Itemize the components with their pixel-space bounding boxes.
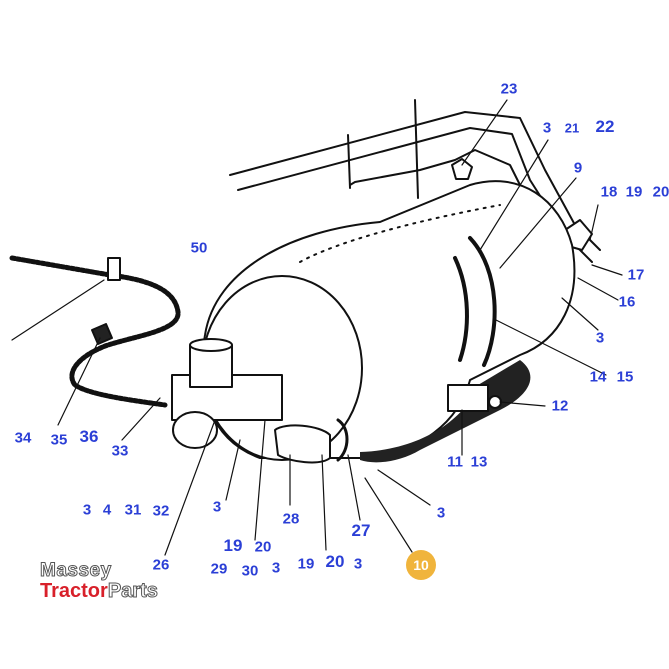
callout-19: 19	[297, 555, 315, 573]
tank-rivets	[299, 204, 501, 263]
callout-19: 19	[223, 536, 243, 555]
callout-14: 14	[589, 368, 607, 386]
callout-23: 23	[500, 80, 518, 98]
outlet-hose	[274, 424, 331, 464]
callout-33: 33	[111, 442, 129, 460]
tank-strap-front	[468, 236, 497, 367]
callout-36: 36	[79, 427, 99, 446]
callout-20: 20	[325, 552, 345, 571]
callout-28: 28	[282, 510, 300, 528]
callout-9: 9	[573, 159, 583, 177]
brand-line-2: TractorParts	[40, 580, 158, 602]
chain-fitting	[91, 323, 113, 345]
callout-3: 3	[595, 329, 605, 347]
callout-13: 13	[470, 453, 488, 471]
callout-30: 30	[241, 562, 259, 580]
callout-18: 18	[600, 183, 618, 201]
callout-50: 50	[190, 239, 208, 257]
callout-3: 3	[82, 501, 92, 519]
brand-parts: Parts	[107, 580, 158, 602]
mounting-bracket	[447, 384, 489, 412]
callout-4: 4	[102, 501, 112, 519]
callout-20: 20	[652, 183, 669, 201]
pump-cap	[189, 338, 233, 352]
bracket-bolt	[488, 395, 502, 409]
callout-32: 32	[152, 502, 170, 520]
callout-34: 34	[14, 429, 32, 447]
callout-17: 17	[627, 266, 645, 284]
callout-19: 19	[625, 183, 643, 201]
callout-12: 12	[551, 397, 569, 415]
callout-27: 27	[351, 521, 371, 540]
callout-35: 35	[50, 431, 68, 449]
callout-3: 3	[353, 555, 363, 573]
brand-line-1: Massey	[40, 560, 112, 581]
callout-3: 3	[542, 119, 552, 137]
callout-3: 3	[271, 559, 281, 577]
callout-21: 21	[564, 120, 580, 136]
valve-upper	[451, 158, 473, 180]
bracket-rod-2	[347, 134, 351, 189]
callout-31: 31	[124, 501, 142, 519]
callout-3: 3	[212, 498, 222, 516]
callout-11: 11	[447, 453, 463, 471]
chain-clip	[107, 257, 121, 281]
callout-26: 26	[152, 556, 170, 574]
sediment-bowl	[172, 411, 218, 449]
fuel-line	[349, 149, 521, 186]
leader-lines	[11, 99, 623, 556]
callout-16: 16	[618, 293, 636, 311]
callout-10-highlighted[interactable]: 10	[406, 550, 436, 580]
bracket-rod-1	[414, 99, 419, 199]
hose-clamp	[336, 418, 349, 462]
drain-chain	[9, 255, 181, 408]
callout-20: 20	[254, 538, 272, 556]
callout-3: 3	[436, 504, 446, 522]
pump-top	[189, 344, 233, 388]
callout-22: 22	[595, 117, 615, 136]
callout-15: 15	[616, 368, 634, 386]
brand-logo: Massey TractorParts	[40, 560, 159, 602]
tank-strap-rear	[453, 256, 469, 362]
callout-29: 29	[210, 560, 228, 578]
brand-tractor: Tractor	[40, 580, 108, 602]
